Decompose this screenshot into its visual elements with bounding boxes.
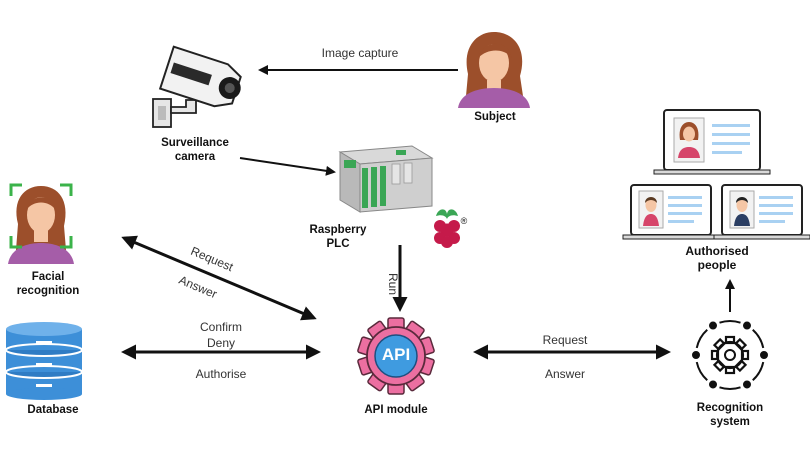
edge-label-recognition-request: Request — [542, 333, 588, 347]
recognition-label-line2: system — [710, 416, 750, 428]
raspberry-pi-logo — [434, 209, 460, 248]
camera-label: Surveillance camera — [150, 136, 240, 164]
laptop-right — [713, 184, 810, 240]
authorised-label-line1: Authorised — [685, 244, 749, 258]
plc-device-icon — [338, 145, 434, 213]
camera-to-plc-arrow — [239, 157, 336, 176]
camera-label-line1: Surveillance — [161, 137, 229, 149]
rec-ring-arc — [695, 328, 708, 349]
rec-ring-arc — [719, 320, 741, 324]
edge-label-recognition-answer: Answer — [544, 367, 585, 381]
api-gear-text: API — [381, 345, 411, 364]
camera-label-line2: camera — [174, 151, 216, 163]
database-icon — [5, 322, 83, 400]
authorised-label-line2: people — [697, 258, 737, 272]
edge-label-run: Run — [386, 272, 400, 295]
rec-ring-dot — [743, 380, 751, 389]
database-label: Database — [27, 404, 79, 416]
api-module-label: API module — [364, 404, 428, 416]
rec-ring-dot — [709, 321, 717, 330]
rec-ring-dot — [760, 351, 768, 359]
focus-frame — [9, 183, 73, 249]
rec-ring-arc — [695, 361, 708, 382]
facial-api-arrow — [121, 235, 317, 321]
edge-label-deny: Deny — [206, 336, 235, 350]
subject-avatar — [458, 32, 530, 108]
facial-recognition-icon — [8, 183, 74, 264]
registered-mark: ® — [460, 216, 468, 226]
recognition-label: Recognition system — [682, 401, 778, 429]
facial-label-line2: recognition — [16, 285, 80, 297]
plc-label: Raspberry PLC — [300, 223, 376, 251]
facial-label-line1: Facial — [31, 271, 65, 283]
edge-label-authorise: Authorise — [195, 367, 247, 381]
plc-label-line1: Raspberry — [309, 224, 367, 236]
rec-ring-dot — [709, 380, 717, 389]
rec-ring-arc — [752, 328, 765, 349]
rec-ring-arc — [719, 386, 741, 390]
plc-label-line2: PLC — [326, 238, 350, 250]
rec-ring-dot — [692, 351, 700, 359]
rec-ring-dot — [743, 321, 751, 330]
edge-label-image-capture: Image capture — [321, 46, 399, 60]
recognition-system-icon — [692, 320, 768, 390]
edge-label-confirm: Confirm — [199, 320, 242, 334]
authorised-label: Authorised people — [672, 244, 762, 272]
laptop-top — [653, 109, 771, 175]
subject-label: Subject — [474, 111, 516, 123]
laptop-left — [622, 184, 720, 240]
surveillance-camera-icon — [152, 45, 242, 128]
facial-label: Facial recognition — [6, 270, 90, 298]
authorised-people-icon — [622, 109, 810, 240]
recognition-label-line1: Recognition — [696, 402, 764, 414]
rec-ring-arc — [752, 361, 765, 382]
api-gear-icon — [357, 317, 435, 395]
